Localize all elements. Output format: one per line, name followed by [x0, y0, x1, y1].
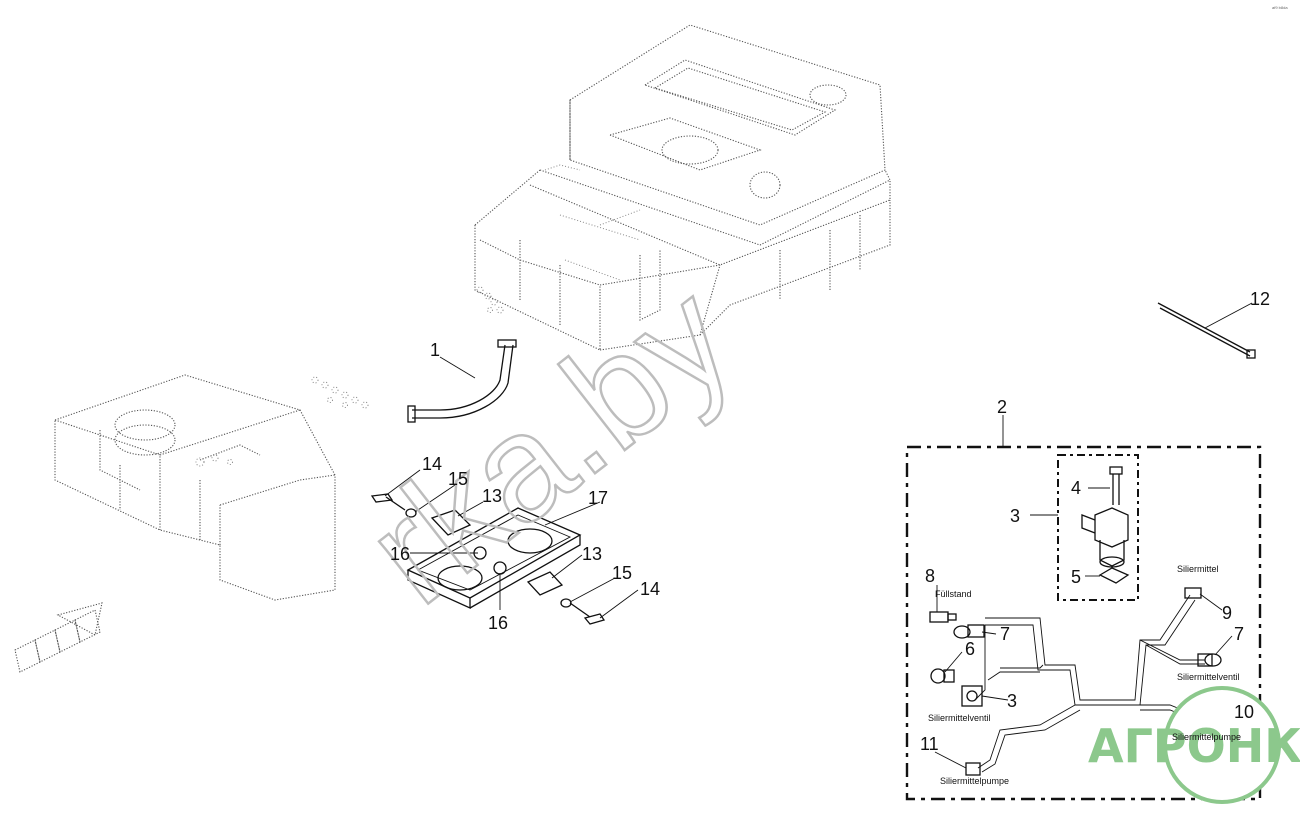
callout-17: 17	[588, 488, 608, 508]
callout-9: 9	[1222, 603, 1232, 623]
valve-assembly-box	[1057, 454, 1139, 601]
corner-tag: af9 b8da	[1272, 5, 1288, 10]
callout-8: 8	[925, 566, 935, 586]
callout-14-top: 14	[422, 454, 442, 474]
connector-7-left	[953, 624, 985, 639]
callout-10: 10	[1234, 702, 1254, 722]
wiring-harness-part	[974, 594, 1205, 773]
callout-16-bottom: 16	[488, 613, 508, 633]
label-fuellstand: Füllstand	[935, 589, 972, 599]
large-tank-drawing	[474, 24, 891, 351]
cable-tie-part	[1157, 302, 1256, 359]
callout-1: 1	[430, 340, 440, 360]
label-siliermittelventil-left: Siliermittelventil	[928, 713, 991, 723]
bolt-part	[1109, 466, 1123, 505]
callout-13-top: 13	[482, 486, 502, 506]
callout-2: 2	[997, 397, 1007, 417]
callout-15-bottom: 15	[612, 563, 632, 583]
label-siliermittelventil-right: Siliermittelventil	[1177, 672, 1240, 682]
callout-13-bottom: 13	[582, 544, 602, 564]
small-tank-drawing	[54, 374, 369, 601]
seal-part	[1098, 567, 1130, 584]
valve-coil-part	[1081, 507, 1129, 568]
callout-6: 6	[965, 639, 975, 659]
callout-16-left: 16	[390, 544, 410, 564]
callout-15-top: 15	[448, 469, 468, 489]
direction-arrow-icon	[14, 602, 103, 673]
label-siliermittelpumpe-right: Siliermittelpumpe	[1172, 732, 1241, 742]
callout-5: 5	[1071, 567, 1081, 587]
harness-kit-box	[905, 445, 1262, 801]
callout-3-harness: 3	[1007, 691, 1017, 711]
label-siliermittelpumpe-left: Siliermittelpumpe	[940, 776, 1009, 786]
callout-11: 11	[920, 734, 939, 754]
callout-7-right: 7	[1234, 624, 1244, 644]
connector-11	[965, 762, 981, 776]
callout-4: 4	[1071, 478, 1081, 498]
svg-text:АГРОНКА: АГРОНКА	[1088, 719, 1300, 773]
watermark: rka.by	[336, 251, 761, 635]
callout-14-bottom: 14	[640, 579, 660, 599]
bracket-plate-part	[370, 493, 606, 625]
connector-fuellstand	[929, 611, 957, 623]
callout-3-kit: 3	[1010, 506, 1020, 526]
callout-12: 12	[1250, 289, 1270, 309]
connector-6	[930, 668, 955, 684]
connector-7-right	[1197, 653, 1222, 667]
callout-7-left: 7	[1000, 624, 1010, 644]
pipe-part	[407, 339, 517, 423]
connector-9	[1184, 587, 1202, 599]
agronka-logo: АГРОНКА	[1088, 686, 1300, 804]
label-siliermittel: Siliermittel	[1177, 564, 1219, 574]
